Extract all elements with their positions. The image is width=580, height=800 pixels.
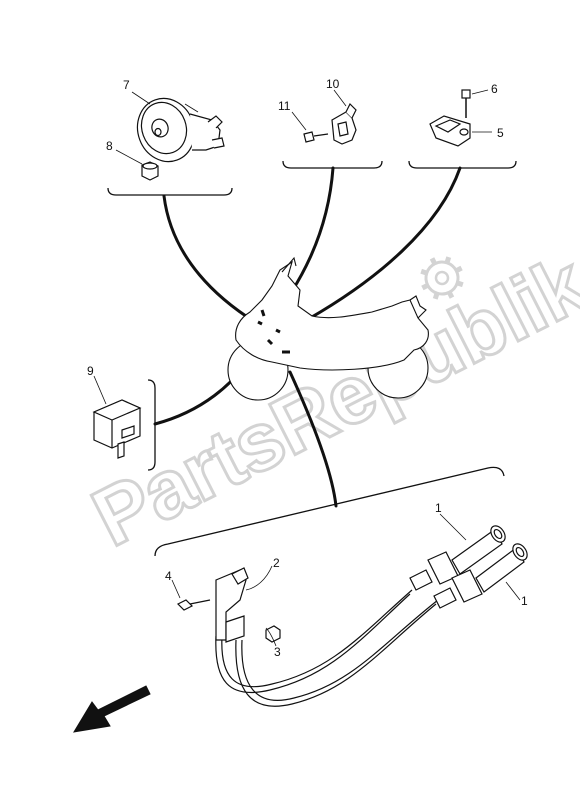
callout-labels: 7 8 10 11 6 5 9 1 1 2 3 4 [87, 77, 528, 659]
mount-bracket [331, 102, 357, 145]
leader-horn [162, 194, 257, 324]
callout-sensor: 5 [497, 126, 504, 140]
motorcycle-outline [227, 256, 429, 401]
watermark-text: PartsRepublik [79, 238, 580, 564]
bracket-leaders [291, 89, 347, 131]
mount-markers [257, 309, 290, 354]
callout-bracket: 10 [326, 77, 340, 91]
callout-horn-nut: 8 [106, 139, 113, 153]
callout-cable-bracket: 2 [273, 556, 280, 570]
cable-group-bracket [154, 466, 505, 557]
callout-cable-lower: 1 [521, 594, 528, 608]
horn [136, 97, 225, 163]
bracket-screw [176, 599, 211, 611]
gear-icon [420, 256, 464, 300]
callout-bracket-screw: 4 [165, 569, 172, 583]
cable-bracket [215, 567, 249, 643]
tail-light [409, 295, 427, 319]
callout-bracket-nut: 3 [274, 645, 281, 659]
throttle-cables [215, 525, 528, 707]
windscreen [281, 256, 297, 273]
horn-group-bracket [107, 187, 233, 196]
sensor-bolt [461, 89, 471, 118]
callout-sensor-bolt: 6 [491, 82, 498, 96]
watermark: PartsRepublik [77, 236, 580, 565]
callout-bracket-bolt: 11 [278, 99, 291, 113]
sensor-group-bracket [408, 160, 517, 169]
relay-leader [93, 375, 107, 405]
leader-cables [288, 370, 338, 508]
bike-body [235, 260, 429, 371]
leader-sensor [294, 166, 462, 328]
callout-relay: 9 [87, 364, 94, 378]
callout-horn: 7 [123, 78, 130, 92]
group-brackets [107, 160, 517, 557]
bracket-bolt [303, 131, 329, 143]
horn-leaders [115, 91, 199, 165]
sensor [429, 115, 471, 147]
horn-nut [141, 161, 159, 181]
bracket-nut [265, 625, 281, 643]
callout-cable-upper: 1 [435, 501, 442, 515]
cable-leaders [171, 513, 521, 647]
sensor-leaders [471, 89, 492, 133]
relay [92, 399, 142, 459]
front-arrow-icon [73, 685, 151, 733]
